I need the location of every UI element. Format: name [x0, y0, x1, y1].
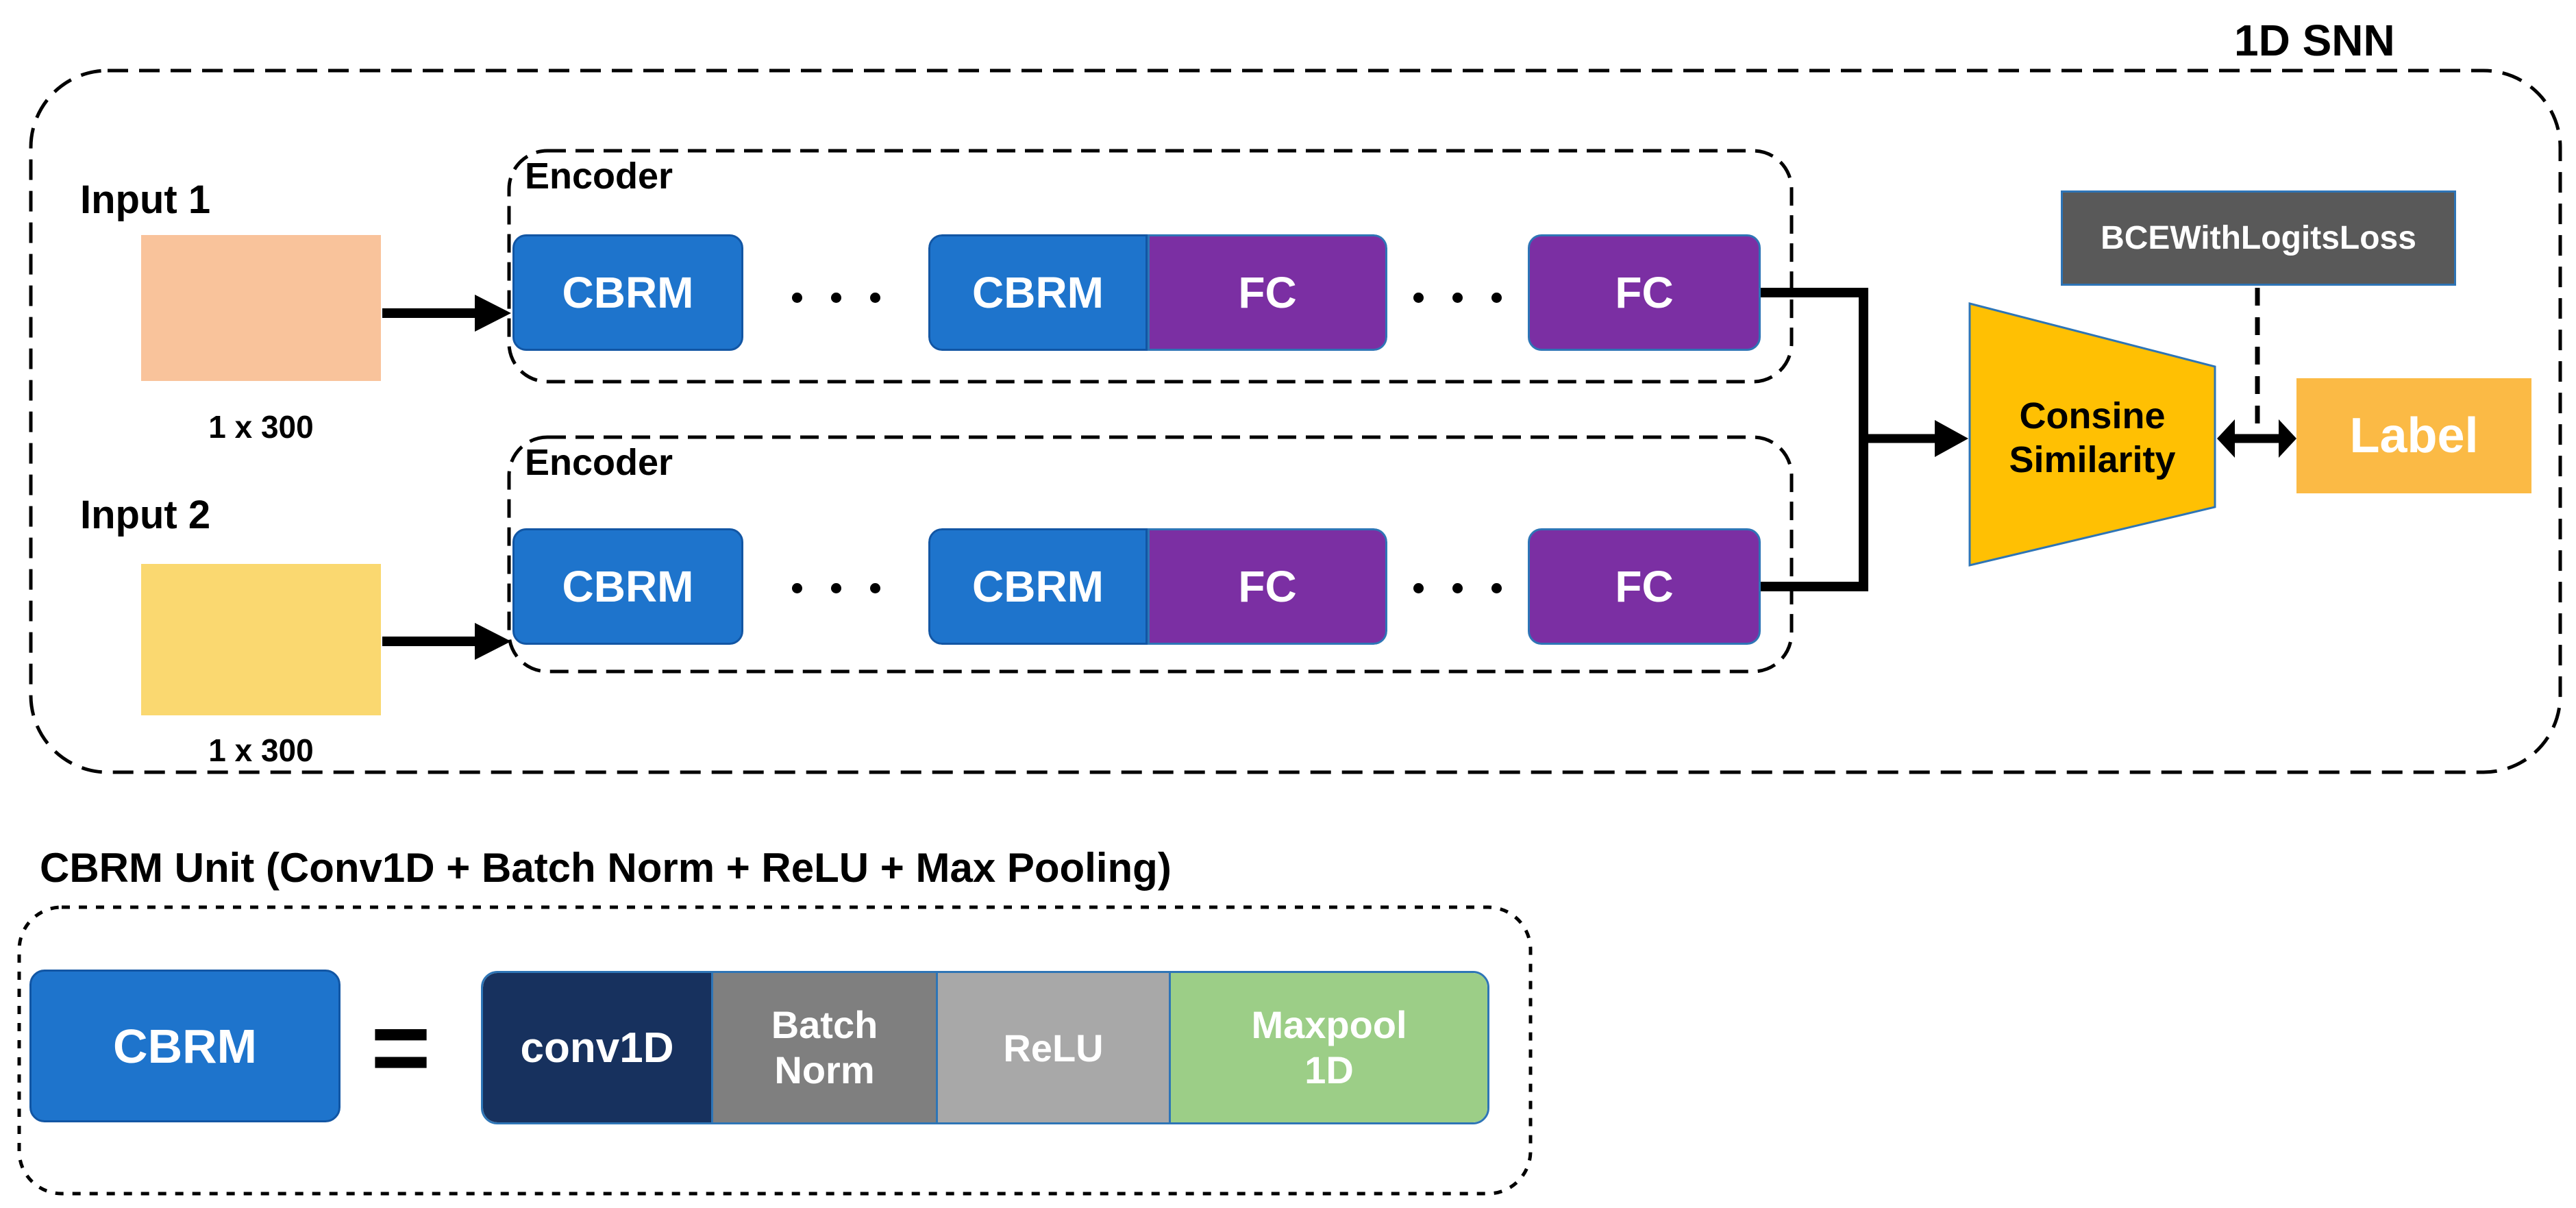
fc-block: FC	[1528, 528, 1761, 645]
cosine-arrow	[1863, 420, 1968, 457]
bce-loss-box: BCEWithLogitsLoss	[2061, 190, 2456, 286]
equals-sign: =	[371, 989, 431, 1105]
cbrm-block: CBRM	[928, 528, 1148, 645]
snn-container-border	[29, 69, 2562, 774]
cbrm-block: CBRM	[512, 234, 743, 351]
merge-bracket	[1761, 288, 1868, 591]
cosine-similarity-label: Consine Similarity	[2009, 395, 2176, 480]
ellipsis-dots	[1413, 293, 1502, 303]
cbrm-block: CBRM	[512, 528, 743, 645]
conv1d-block: conv1D	[483, 973, 711, 1122]
encoder1-container-border	[507, 149, 1794, 384]
cosine-similarity-shape	[1968, 302, 2216, 567]
relu-block: ReLU	[936, 973, 1169, 1122]
input2-dim: 1 x 300	[208, 732, 314, 768]
cbrm-fc-pair: CBRM FC	[928, 528, 1387, 645]
cbrm-unit-expansion: conv1D Batch Norm ReLU Maxpool 1D	[481, 971, 1489, 1124]
cbrm-unit-cbrm-block: CBRM	[29, 970, 340, 1122]
compare-double-arrow	[2217, 419, 2296, 458]
encoder2-container-border	[507, 435, 1794, 674]
input1-box	[141, 235, 381, 381]
input1-dim: 1 x 300	[208, 409, 314, 445]
ellipsis-dots	[792, 293, 880, 303]
fc-block: FC	[1148, 528, 1387, 645]
encoder2-label: Encoder	[525, 442, 673, 483]
cbrm-block: CBRM	[928, 234, 1148, 351]
batch-norm-block: Batch Norm	[711, 973, 936, 1122]
fc-block: FC	[1528, 234, 1761, 351]
fc-block: FC	[1148, 234, 1387, 351]
label-box: Label	[2296, 378, 2531, 493]
cbrm-unit-container-border	[17, 905, 1533, 1196]
cbrm-unit-title: CBRM Unit (Conv1D + Batch Norm + ReLU + …	[40, 845, 1172, 891]
encoder1-label: Encoder	[525, 156, 673, 197]
input2-arrow	[382, 623, 511, 660]
maxpool-block: Maxpool 1D	[1169, 973, 1487, 1122]
input1-label: Input 1	[80, 177, 211, 222]
input2-box	[141, 564, 381, 715]
cbrm-fc-pair: CBRM FC	[928, 234, 1387, 351]
input2-label: Input 2	[80, 493, 211, 537]
snn-title: 1D SNN	[2234, 16, 2395, 65]
ellipsis-dots	[792, 583, 880, 593]
input1-arrow	[382, 295, 511, 332]
ellipsis-dots	[1413, 583, 1502, 593]
